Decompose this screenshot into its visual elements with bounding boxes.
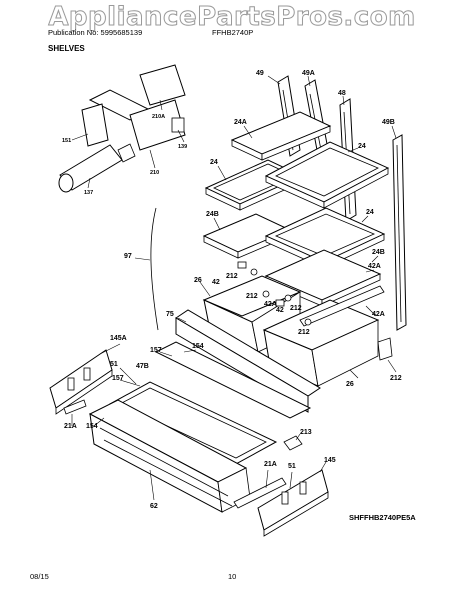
clip-212 bbox=[250, 268, 258, 276]
callout-137: 137 bbox=[84, 190, 93, 196]
callout-24a: 24A bbox=[234, 119, 247, 126]
callout-157-1: 157 bbox=[150, 347, 162, 354]
crisper-drawer-right bbox=[262, 299, 380, 387]
callout-24b-1: 24B bbox=[206, 211, 219, 218]
shelf-24-right bbox=[264, 141, 390, 209]
bracket-21a bbox=[63, 399, 87, 415]
callout-26-1: 26 bbox=[194, 277, 202, 284]
callout-51-2: 51 bbox=[288, 463, 296, 470]
callout-145a: 145A bbox=[110, 335, 127, 342]
part-213 bbox=[283, 435, 303, 451]
callout-62: 62 bbox=[150, 503, 158, 510]
callout-47b: 47B bbox=[136, 363, 149, 370]
callout-75: 75 bbox=[166, 311, 174, 318]
callout-42-1: 42 bbox=[212, 279, 220, 286]
clip-212 bbox=[262, 290, 270, 298]
watermark: AppliancePartsPros.com bbox=[48, 2, 416, 33]
callout-210: 210 bbox=[150, 170, 159, 176]
section-title: SHELVES bbox=[48, 44, 85, 53]
callout-212-3: 212 bbox=[290, 305, 302, 312]
callout-42a-1: 42A bbox=[368, 263, 381, 270]
callout-49a: 49A bbox=[302, 70, 315, 77]
callout-21a-1: 21A bbox=[64, 423, 77, 430]
publication-number: Publication No: 5995685139 bbox=[48, 28, 143, 37]
callout-24-1: 24 bbox=[210, 159, 218, 166]
callout-212-5: 212 bbox=[390, 375, 402, 382]
bracket-42 bbox=[237, 261, 247, 269]
drawer-rail-42a bbox=[299, 285, 385, 327]
callout-139: 139 bbox=[178, 144, 187, 150]
rail-49b bbox=[392, 134, 407, 331]
callout-212-1: 212 bbox=[226, 273, 238, 280]
callout-24b-2: 24B bbox=[372, 249, 385, 256]
water-filter-assembly bbox=[58, 64, 186, 193]
footer-date: 08/15 bbox=[30, 572, 49, 581]
leader-lines bbox=[71, 75, 397, 501]
panel-145a bbox=[49, 349, 113, 415]
callout-154-2: 154 bbox=[86, 423, 98, 430]
callout-145: 145 bbox=[324, 457, 336, 464]
callout-212-4: 212 bbox=[298, 329, 310, 336]
clip-212-side bbox=[377, 337, 393, 361]
callout-42a-2: 42A bbox=[264, 301, 277, 308]
callout-49b: 49B bbox=[382, 119, 395, 126]
bracket-42 bbox=[275, 299, 285, 307]
callout-48: 48 bbox=[338, 90, 346, 97]
callout-49: 49 bbox=[256, 70, 264, 77]
panel-145 bbox=[257, 469, 329, 537]
callout-labels: 49 49A 48 49B 24A 24 24 24 24B 24B 151 2… bbox=[62, 70, 402, 510]
callout-42-2: 42 bbox=[276, 307, 284, 314]
model-number: FFHB2740P bbox=[212, 28, 254, 37]
callout-24-2: 24 bbox=[358, 143, 366, 150]
callout-24-3: 24 bbox=[366, 209, 374, 216]
callout-210a: 210A bbox=[152, 114, 165, 120]
tube-97 bbox=[150, 207, 159, 331]
diagram-code: SHFFHB2740PE5A bbox=[349, 513, 416, 522]
clip-212 bbox=[304, 318, 312, 326]
drawer-front-154 bbox=[175, 309, 321, 413]
callout-51-1: 51 bbox=[110, 361, 118, 368]
callout-212-2: 212 bbox=[246, 293, 258, 300]
callout-42a-3: 42A bbox=[372, 311, 385, 318]
callout-154-1: 154 bbox=[192, 343, 204, 350]
cover-157 bbox=[154, 341, 312, 419]
clip-212 bbox=[284, 294, 292, 302]
shelf-24a bbox=[230, 111, 332, 161]
callout-151: 151 bbox=[62, 138, 71, 144]
callout-21a-2: 21A bbox=[264, 461, 277, 468]
callout-213: 213 bbox=[300, 429, 312, 436]
callout-97: 97 bbox=[124, 253, 132, 260]
callout-157-2: 157 bbox=[112, 375, 124, 382]
callout-26-2: 26 bbox=[346, 381, 354, 388]
footer-page-number: 10 bbox=[228, 572, 237, 581]
